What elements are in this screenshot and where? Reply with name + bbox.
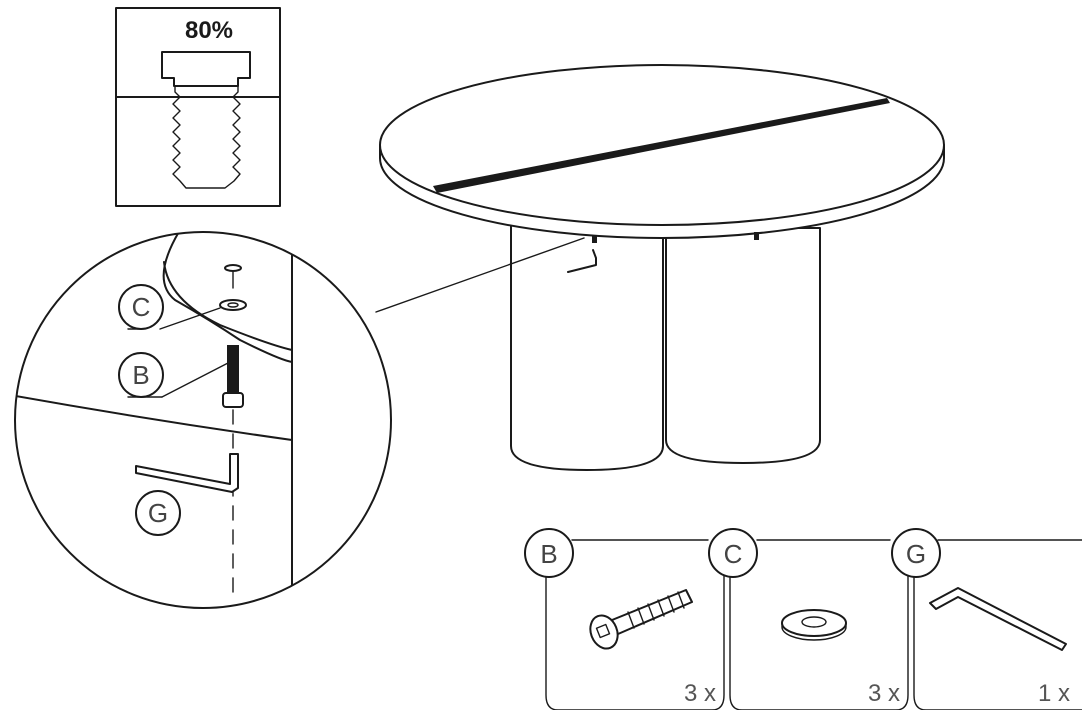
table-illustration xyxy=(379,64,945,471)
bolt-icon xyxy=(589,589,693,650)
detail-allen-key-icon xyxy=(135,453,239,493)
parts-qty-c: 3 x xyxy=(868,680,900,707)
allen-key-icon xyxy=(929,587,1067,651)
depth-inset: 80% xyxy=(115,7,281,207)
parts-letter-c: C xyxy=(724,539,743,569)
parts-qty-g: 1 x xyxy=(1038,680,1070,707)
parts-panel: B 3 x C 3 x G xyxy=(524,528,1082,710)
label-bubble-g: G xyxy=(135,490,181,536)
table-top xyxy=(379,64,945,239)
parts-item-c: C 3 x xyxy=(708,528,900,707)
parts-item-g: G 1 x xyxy=(891,528,1070,707)
detail-callout: C B G xyxy=(14,231,392,609)
detail-washer-icon xyxy=(219,299,247,311)
parts-letter-g: G xyxy=(906,539,926,569)
table-allen-key-icon xyxy=(567,249,597,273)
depth-percent-label: 80% xyxy=(185,17,233,44)
label-c: C xyxy=(132,292,151,322)
label-b: B xyxy=(132,360,149,390)
parts-qty-b: 3 x xyxy=(684,680,716,707)
label-g: G xyxy=(148,498,168,528)
callout-leader xyxy=(375,237,585,313)
parts-item-b: B 3 x xyxy=(524,528,716,707)
washer-icon xyxy=(781,609,847,641)
table-leg-right xyxy=(665,227,821,464)
parts-letter-b: B xyxy=(540,539,557,569)
label-bubble-b: B xyxy=(118,352,229,398)
label-bubble-c: C xyxy=(118,284,221,330)
detail-bolt-icon xyxy=(222,345,244,408)
underside-screw xyxy=(592,232,759,243)
table-leg-left xyxy=(510,221,664,471)
